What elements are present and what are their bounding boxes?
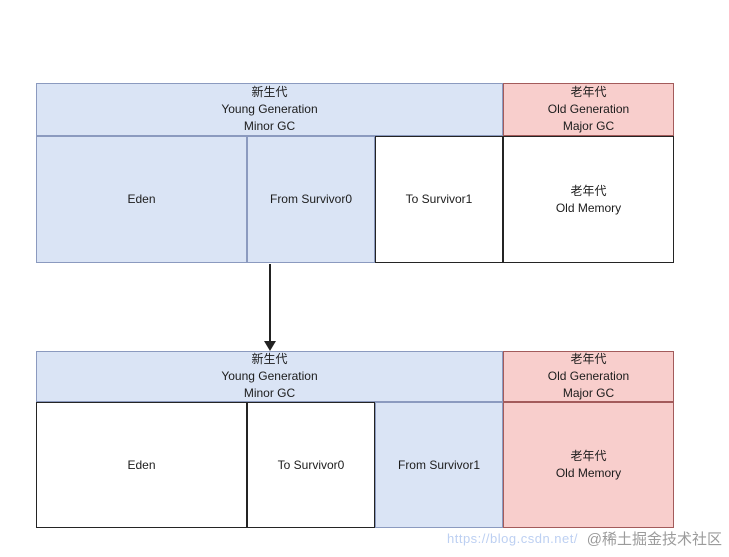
cell-label-cn: 老年代 — [570, 449, 607, 463]
cell-label: To Survivor1 — [405, 192, 473, 206]
header-line-gc: Minor GC — [243, 386, 296, 400]
cell-label: Eden — [127, 192, 156, 206]
old-memory-cell-before: 老年代 Old Memory — [503, 136, 674, 263]
juejin-community-watermark: @稀土掘金技术社区 — [586, 531, 722, 548]
from-survivor0-cell-before: From Survivor0 — [247, 136, 375, 263]
cell-label-cn: 老年代 — [570, 183, 607, 198]
cell-label: From Survivor0 — [269, 192, 352, 206]
gc-arrow-head — [264, 341, 276, 351]
csdn-url-watermark: https://blog.csdn.net/ — [447, 531, 578, 546]
cell-label: From Survivor1 — [397, 457, 480, 472]
header-line-en: Old Generation — [547, 369, 630, 383]
cell-label-en: Old Memory — [555, 200, 622, 215]
eden-cell-before: Eden — [36, 136, 247, 263]
young-generation-header-before: 新生代 Young Generation Minor GC — [36, 83, 503, 136]
header-line-cn: 新生代 — [251, 85, 288, 99]
old-memory-cell-after: 老年代 Old Memory — [503, 402, 674, 528]
header-line-en: Old Generation — [547, 102, 630, 116]
cell-label-en: Old Memory — [555, 466, 622, 480]
header-line-gc: Major GC — [562, 119, 615, 133]
cell-label: Eden — [127, 457, 156, 472]
gc-arrow-shaft — [269, 264, 271, 342]
old-generation-header-after: 老年代 Old Generation Major GC — [503, 351, 674, 402]
header-line-en: Young Generation — [221, 369, 318, 383]
young-generation-header-after: 新生代 Young Generation Minor GC — [36, 351, 503, 402]
to-survivor1-cell-before: To Survivor1 — [375, 136, 503, 263]
header-line-cn: 老年代 — [570, 352, 607, 366]
header-line-cn: 新生代 — [251, 352, 288, 366]
header-line-gc: Minor GC — [243, 119, 296, 133]
header-line-cn: 老年代 — [570, 85, 607, 99]
cell-label: To Survivor0 — [277, 457, 345, 472]
header-line-gc: Major GC — [562, 386, 615, 400]
header-line-en: Young Generation — [221, 102, 318, 116]
eden-cell-after: Eden — [36, 402, 247, 528]
to-survivor0-cell-after: To Survivor0 — [247, 402, 375, 528]
from-survivor1-cell-after: From Survivor1 — [375, 402, 503, 528]
old-generation-header-before: 老年代 Old Generation Major GC — [503, 83, 674, 136]
